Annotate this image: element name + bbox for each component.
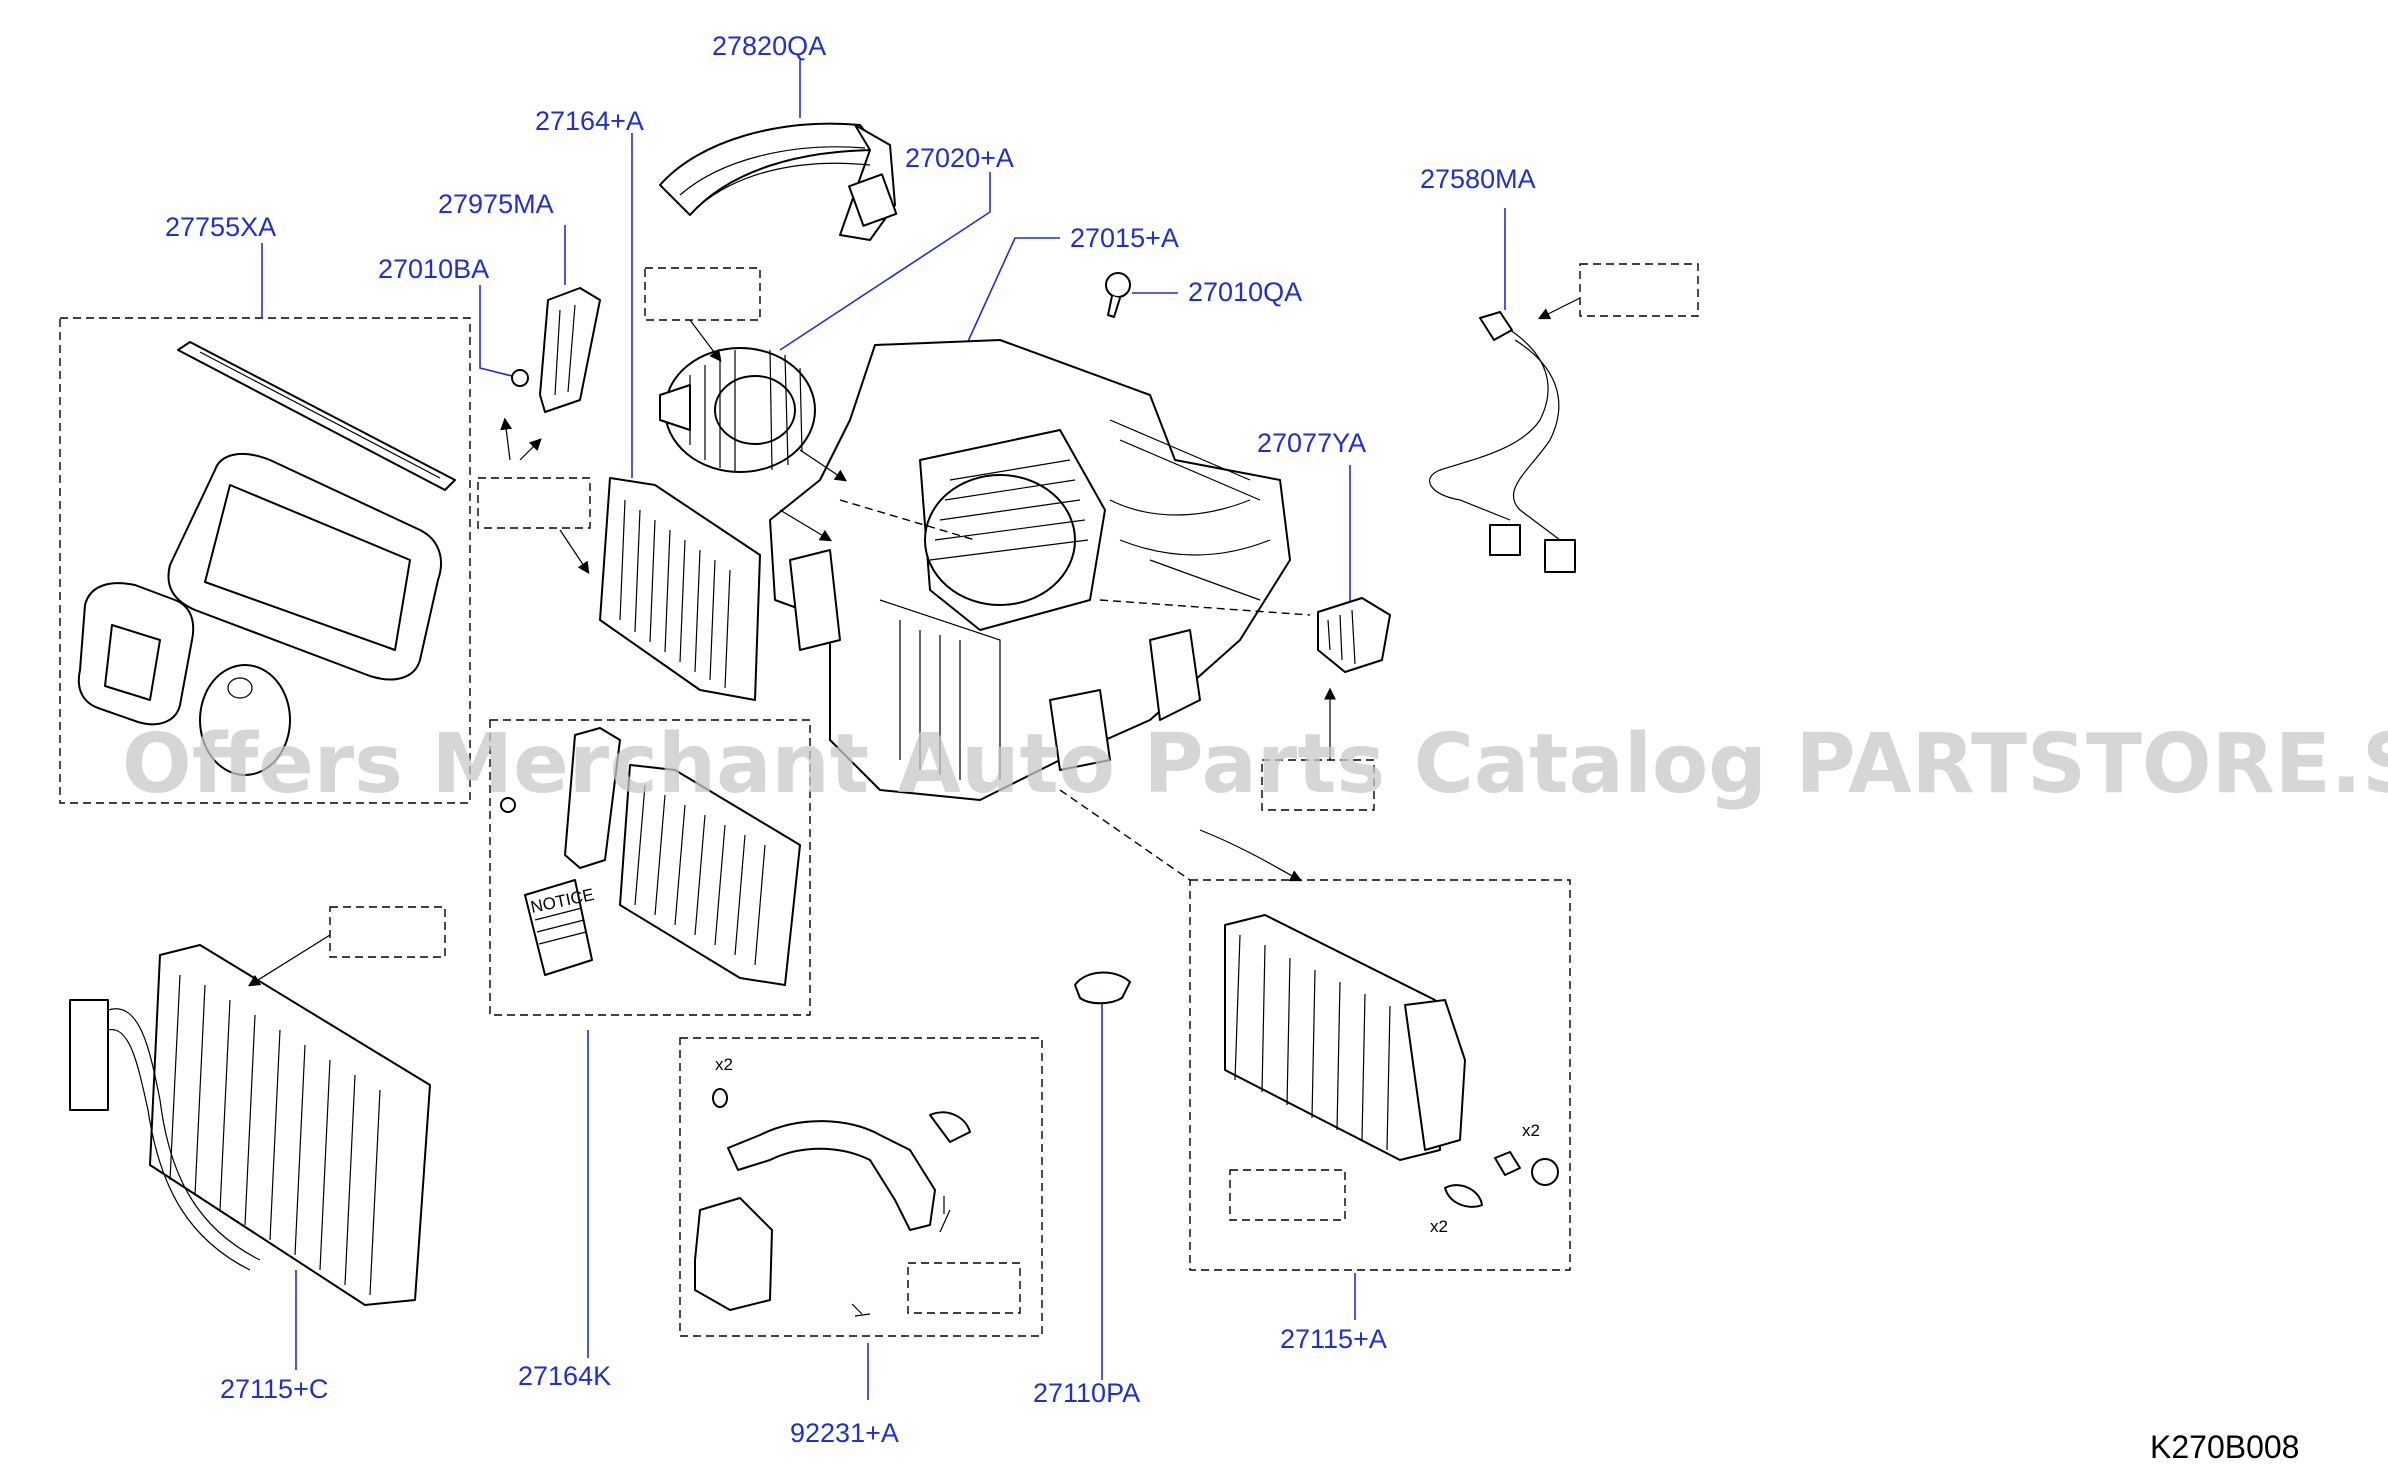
leader-line: [479, 285, 521, 379]
qty-note: x2: [715, 1055, 733, 1074]
part-label-27975ma[interactable]: 27975MA: [438, 189, 554, 219]
assembly-arrow: [1537, 297, 1581, 320]
part-label-27115c[interactable]: 27115+C: [220, 1374, 328, 1404]
filter-kit-parts: [77, 341, 456, 776]
ref-box: [477, 477, 591, 529]
group-box-heater-core: [1189, 879, 1571, 1271]
screw-27010qa: [1105, 272, 1131, 318]
assembly-arrow: [500, 417, 513, 461]
group-box-filter-set: [489, 719, 811, 1016]
assembly-arrow: [799, 449, 847, 482]
actuator-27077ya: [1317, 597, 1391, 673]
ref-box: [907, 1262, 1021, 1314]
assembly-arrow: [689, 319, 722, 362]
group-box-filter-kit: [59, 317, 471, 804]
part-label-27580ma[interactable]: 27580MA: [1420, 164, 1536, 194]
part-label-92231a[interactable]: 92231+A: [790, 1418, 899, 1448]
ref-box: [644, 267, 761, 321]
part-label-27010ba[interactable]: 27010BA: [378, 254, 489, 284]
group-box-hose-kit: [679, 1037, 1043, 1337]
filter-set-27164k: [500, 727, 801, 986]
leader-line: [964, 237, 1060, 349]
filter-piece-27975ma: [511, 287, 601, 413]
part-label-27010qa[interactable]: 27010QA: [1188, 277, 1302, 307]
part-label-27020a[interactable]: 27020+A: [905, 143, 1014, 173]
wire-harness-27580ma: [1429, 311, 1576, 573]
qty-note: x2: [1430, 1217, 1448, 1236]
cabin-filter-27164a: [599, 477, 761, 701]
qty-note: x2: [1522, 1121, 1540, 1140]
assembly-arrow: [559, 529, 590, 574]
ref-box: [1261, 759, 1375, 811]
part-label-27164k[interactable]: 27164K: [518, 1361, 611, 1391]
hose-kit-92231a: [694, 1088, 971, 1317]
part-label-27820qa[interactable]: 27820QA: [712, 31, 826, 61]
assembly-arrow: [779, 509, 833, 542]
evaporator-27115c: [69, 944, 431, 1306]
assembly-arrow: [519, 438, 542, 461]
hvac-unit-27015a: [769, 339, 1291, 801]
part-label-27755xa[interactable]: 27755XA: [165, 212, 276, 242]
ref-box: [329, 906, 446, 958]
ref-box: [1579, 263, 1699, 317]
part-label-27015a[interactable]: 27015+A: [1070, 223, 1179, 253]
leader-line: [779, 172, 991, 351]
blower-fan-27020a: [659, 347, 816, 473]
diagram-code: K270B008: [2150, 1429, 2299, 1465]
part-label-27115a[interactable]: 27115+A: [1280, 1324, 1387, 1354]
duct-27820qa: [659, 122, 898, 241]
ref-box: [1229, 1169, 1346, 1221]
assembly-arrow: [1199, 829, 1303, 882]
watermark-text: Offers Merchant Auto Parts Catalog PARTS…: [122, 717, 2388, 812]
part-label-27164a-top[interactable]: 27164+A: [535, 106, 644, 136]
grommet-27110pa: [1074, 971, 1131, 1005]
assembly-line: [839, 499, 1311, 881]
part-label-27110pa[interactable]: 27110PA: [1033, 1378, 1140, 1408]
assembly-arrow: [247, 934, 331, 987]
part-label-27077ya[interactable]: 27077YA: [1257, 428, 1366, 458]
heater-core-27115a: [1224, 914, 1559, 1208]
